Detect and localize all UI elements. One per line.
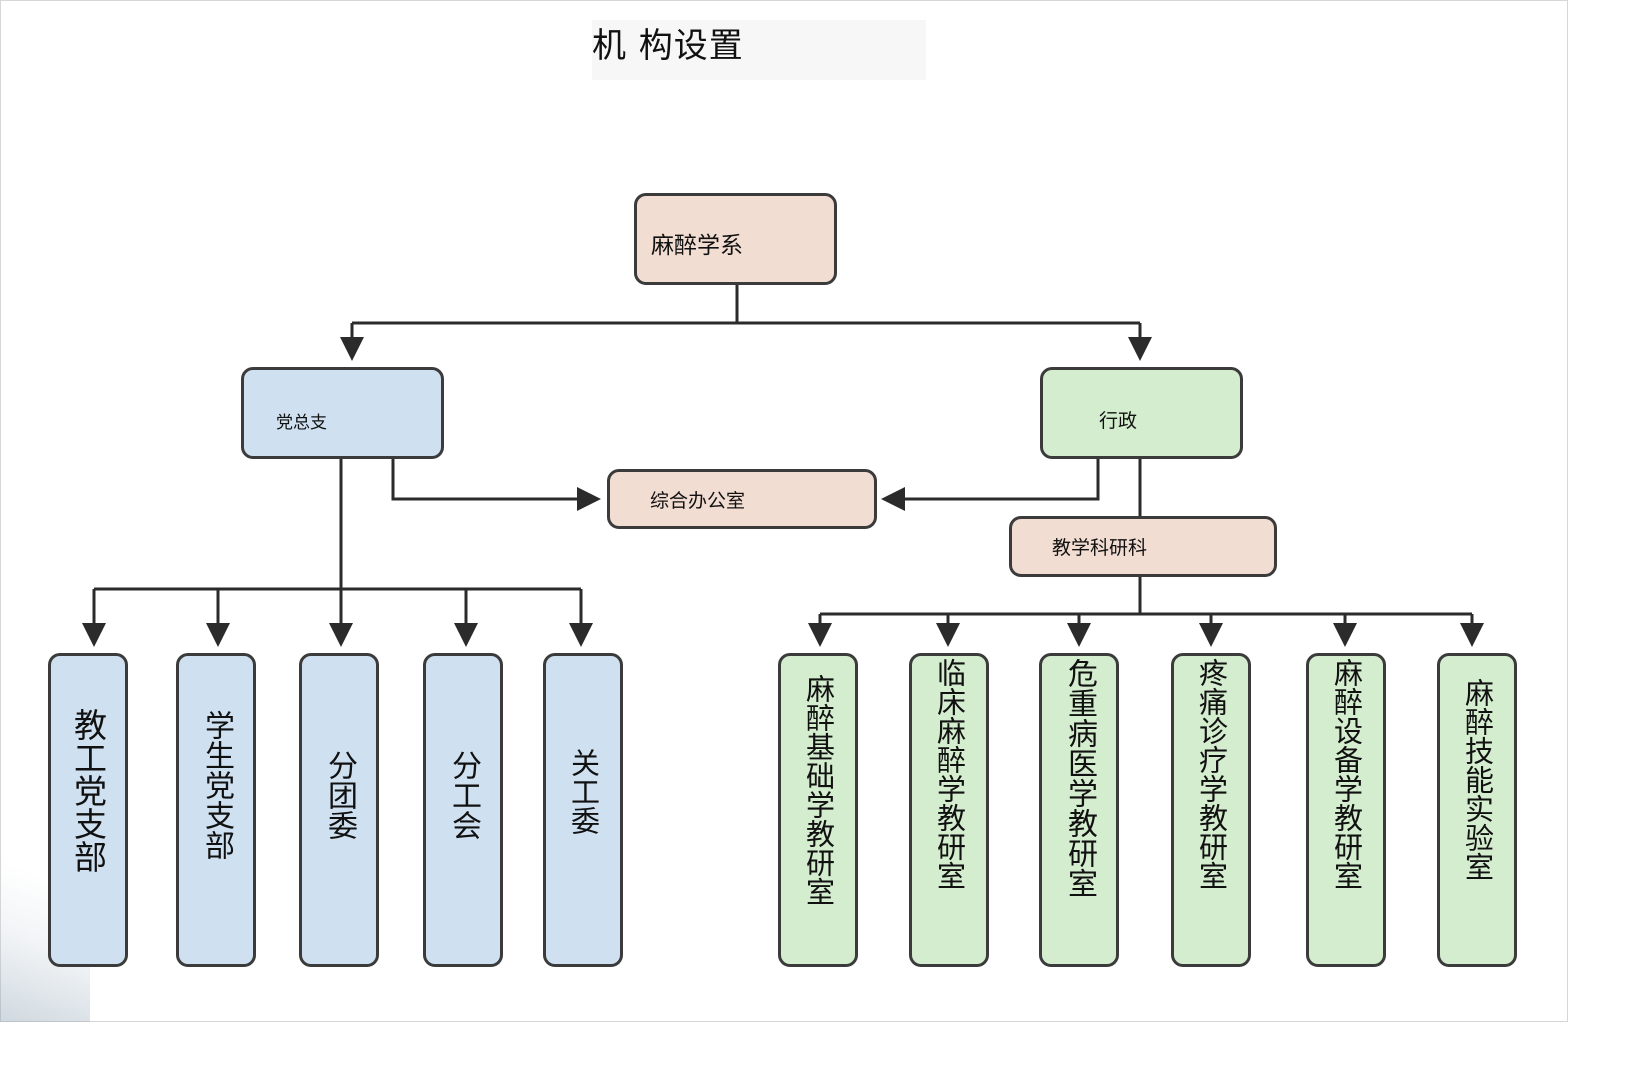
node-dept-3-label: 危重病医学教研室 [1062, 658, 1097, 898]
node-party-unit-5-label: 关工委 [566, 748, 601, 835]
connector-lines [82, 283, 1484, 647]
node-party-unit-2: 学生党支部 [176, 653, 256, 967]
node-dept-1-label: 麻醉基础学教研室 [801, 674, 836, 906]
node-party-unit-2-label: 学生党支部 [199, 710, 234, 860]
node-party-unit-3: 分团委 [299, 653, 379, 967]
link-admin-office [881, 459, 1100, 511]
page-title: 机 构设置 [592, 20, 926, 80]
node-party-unit-5: 关工委 [543, 653, 623, 967]
node-party-label: 党总支 [276, 413, 327, 433]
node-dept-1: 麻醉基础学教研室 [778, 653, 858, 967]
title-text: 机 构设置 [592, 26, 744, 66]
node-party-unit-1: 教工党支部 [48, 653, 128, 967]
node-admin-label: 行政 [1099, 410, 1138, 432]
node-admin: 行政 [1040, 367, 1243, 459]
node-teaching-research: 教学科研科 [1009, 516, 1277, 577]
node-party: 党总支 [241, 367, 444, 459]
node-root: 麻醉学系 [634, 193, 837, 285]
node-teaching-research-label: 教学科研科 [1052, 537, 1148, 559]
node-dept-2: 临床麻醉学教研室 [909, 653, 989, 967]
node-dept-6: 麻醉技能实验室 [1437, 653, 1517, 967]
node-dept-4-label: 疼痛诊疗学教研室 [1194, 658, 1229, 890]
node-dept-2-label: 临床麻醉学教研室 [932, 658, 967, 890]
node-general-office: 综合办公室 [607, 469, 877, 529]
node-dept-5-label: 麻醉设备学教研室 [1329, 658, 1364, 890]
node-party-unit-1-label: 教工党支部 [68, 708, 108, 873]
link-party-office [391, 459, 601, 511]
node-dept-3: 危重病医学教研室 [1039, 653, 1119, 967]
node-party-unit-3-label: 分团委 [322, 750, 357, 840]
node-dept-4: 疼痛诊疗学教研室 [1171, 653, 1251, 967]
node-party-unit-4: 分工会 [423, 653, 503, 967]
node-party-unit-4-label: 分工会 [446, 750, 481, 840]
node-general-office-label: 综合办公室 [650, 490, 746, 512]
node-root-label: 麻醉学系 [651, 233, 743, 259]
node-dept-6-label: 麻醉技能实验室 [1460, 678, 1495, 881]
page-border [0, 0, 1568, 1022]
node-dept-5: 麻醉设备学教研室 [1306, 653, 1386, 967]
